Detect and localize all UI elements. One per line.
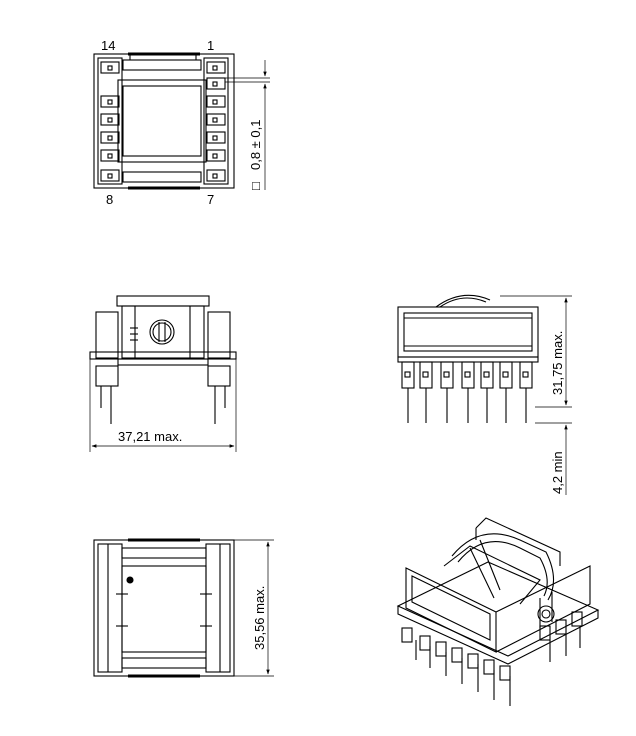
- pin-size-symbol: □: [248, 182, 263, 190]
- side-view: [397, 294, 572, 495]
- isometric-mark: [537, 605, 555, 623]
- side-view-pins: [401, 361, 533, 423]
- isometric-view: [396, 517, 600, 706]
- pin-label-8: 8: [106, 192, 113, 207]
- pin-label-7: 7: [207, 192, 214, 207]
- pin-label-1: 1: [207, 38, 214, 53]
- front-view-mark: [149, 319, 175, 345]
- width-dimension-label: 37,21 max.: [118, 429, 182, 444]
- top-view-pins-left: [100, 61, 120, 182]
- top-view-pins-right: [206, 61, 226, 182]
- bottom-view: [93, 538, 274, 678]
- pin-size-dimension: [225, 60, 270, 190]
- isometric-pins: [401, 611, 583, 706]
- pin-label-14: 14: [101, 38, 115, 53]
- top-view-core: [117, 79, 207, 163]
- height-dimension-label: 31,75 max.: [550, 331, 565, 395]
- depth-dimension-label: 35,56 max.: [252, 586, 267, 650]
- pin-size-label: 0,8 ± 0,1: [248, 119, 263, 170]
- pin-length-dimension-label: 4,2 min: [550, 451, 565, 494]
- front-view: [89, 295, 237, 452]
- top-view: [93, 52, 270, 190]
